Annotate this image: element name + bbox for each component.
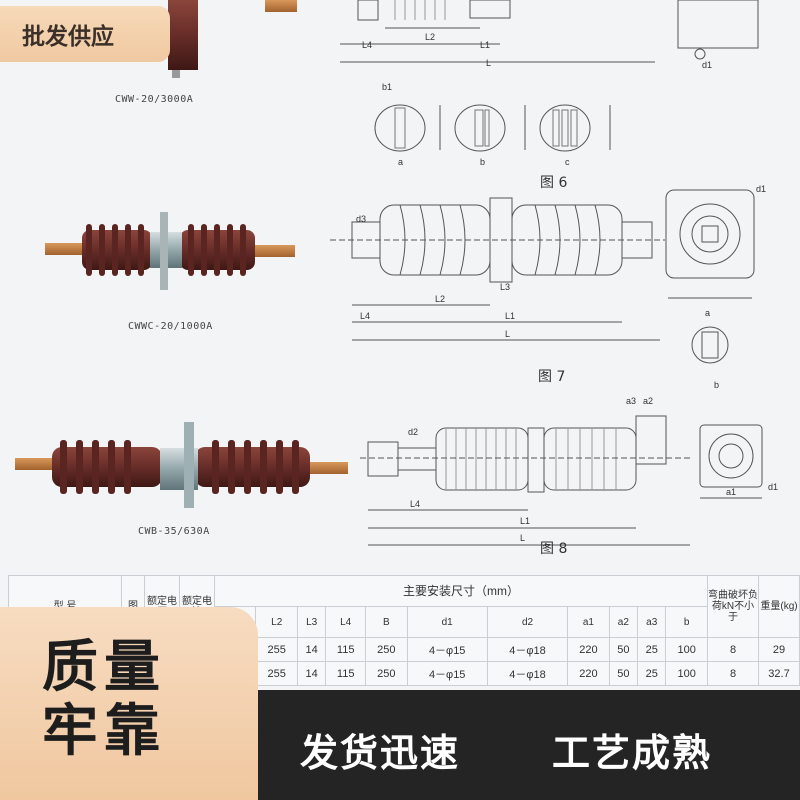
- dim-label-L4-fig7: L4: [360, 311, 370, 321]
- quality-line-2: 牢靠: [42, 699, 166, 764]
- header-bending-load: 弯曲破坏负荷kN不小于: [707, 575, 759, 638]
- product-caption-2: CWWC-20/1000A: [128, 321, 213, 332]
- figure-label-8: 图 8: [540, 541, 568, 557]
- dim-label-L: L: [486, 58, 491, 68]
- table-cell: 220: [567, 661, 610, 686]
- product-caption-3: CWB-35/630A: [138, 526, 210, 537]
- product-caption-1: CWW-20/3000A: [115, 94, 194, 105]
- header-a1: a1: [567, 606, 610, 638]
- dim-label-d1-fig8: d1: [768, 482, 778, 492]
- table-cell: 4－φ18: [486, 637, 569, 662]
- header-install-dimensions: 主要安装尺寸（mm）: [214, 575, 708, 607]
- header-weight: 重量(kg): [758, 575, 800, 638]
- dim-label-L1: L1: [480, 40, 490, 50]
- header-L2: L2: [255, 606, 298, 638]
- dim-label-a2-fig8: a2: [643, 396, 653, 406]
- product-photo-cwwc: [45, 212, 295, 290]
- insulator-drawings: L2 L1 L4 L d1 b1 a b c d3 L3 L2 L4 L1 L …: [15, 0, 778, 546]
- dim-label-d2-fig8: d2: [408, 427, 418, 437]
- header-L4: L4: [325, 606, 367, 638]
- slogan-band: [258, 690, 800, 800]
- table-cell: 4－φ15: [406, 637, 488, 662]
- header-L3: L3: [296, 606, 327, 638]
- dim-label-a3-fig8: a3: [626, 396, 636, 406]
- mature-craft-text: 工艺成熟: [552, 731, 713, 775]
- figure-label-6: 图 6: [540, 175, 568, 191]
- table-cell: 32.7: [758, 661, 800, 686]
- dim-label-L4: L4: [362, 40, 372, 50]
- dim-label-b-fig7: b: [714, 380, 719, 390]
- dim-label-b: b: [480, 157, 485, 167]
- table-cell: 4－φ18: [486, 661, 569, 686]
- dim-label-d1: d1: [702, 60, 712, 70]
- table-cell: 255: [255, 637, 298, 662]
- table-cell: 14: [296, 661, 327, 686]
- table-cell: 50: [608, 661, 639, 686]
- table-cell: 220: [567, 637, 610, 662]
- table-cell: 50: [608, 637, 639, 662]
- figure-label-7: 图 7: [538, 369, 566, 385]
- product-photo-cww: [168, 0, 297, 78]
- table-cell: 115: [325, 661, 367, 686]
- header-B: B: [365, 606, 408, 638]
- table-cell: 4－φ15: [406, 661, 488, 686]
- table-cell: 25: [637, 637, 667, 662]
- table-cell: 100: [665, 637, 708, 662]
- dim-label-d3: d3: [356, 214, 366, 224]
- dim-label-L4-fig8: L4: [410, 499, 420, 509]
- table-cell: 8: [707, 661, 759, 686]
- dim-label-L3: L3: [500, 282, 510, 292]
- dim-label-L2: L2: [425, 32, 435, 42]
- table-cell: 250: [365, 661, 408, 686]
- wholesale-badge: 批发供应: [0, 6, 170, 62]
- header-d1: d1: [406, 606, 488, 638]
- quality-line-1: 质量: [42, 635, 166, 700]
- table-cell: 255: [255, 661, 298, 686]
- table-cell: 115: [325, 637, 367, 662]
- header-b: b: [665, 606, 708, 638]
- dim-label-b1: b1: [382, 82, 392, 92]
- product-photo-cwb: [15, 422, 348, 508]
- badge-label: 批发供应: [22, 24, 114, 50]
- table-cell: 25: [637, 661, 667, 686]
- table-cell: 29: [758, 637, 800, 662]
- quality-panel: [0, 607, 258, 800]
- dim-label-d1-fig7: d1: [756, 184, 766, 194]
- dim-label-L-fig8: L: [520, 533, 525, 543]
- dim-label-L1-fig7: L1: [505, 311, 515, 321]
- header-a3: a3: [637, 606, 667, 638]
- dim-label-L-fig7: L: [505, 329, 510, 339]
- dim-label-a: a: [398, 157, 403, 167]
- table-cell: 100: [665, 661, 708, 686]
- table-cell: 14: [296, 637, 327, 662]
- header-d2: d2: [486, 606, 569, 638]
- dim-label-L1-fig8: L1: [520, 516, 530, 526]
- technical-drawings: [330, 0, 763, 546]
- quality-slogan: 质量 牢靠: [42, 636, 242, 764]
- table-cell: 8: [707, 637, 759, 662]
- dim-label-a1-fig8: a1: [726, 487, 736, 497]
- dim-label-L2-fig7: L2: [435, 294, 445, 304]
- dim-label-a-fig7: a: [705, 308, 710, 318]
- fast-delivery-text: 发货迅速: [300, 731, 461, 775]
- dim-label-c: c: [565, 157, 570, 167]
- table-cell: 250: [365, 637, 408, 662]
- header-a2: a2: [608, 606, 639, 638]
